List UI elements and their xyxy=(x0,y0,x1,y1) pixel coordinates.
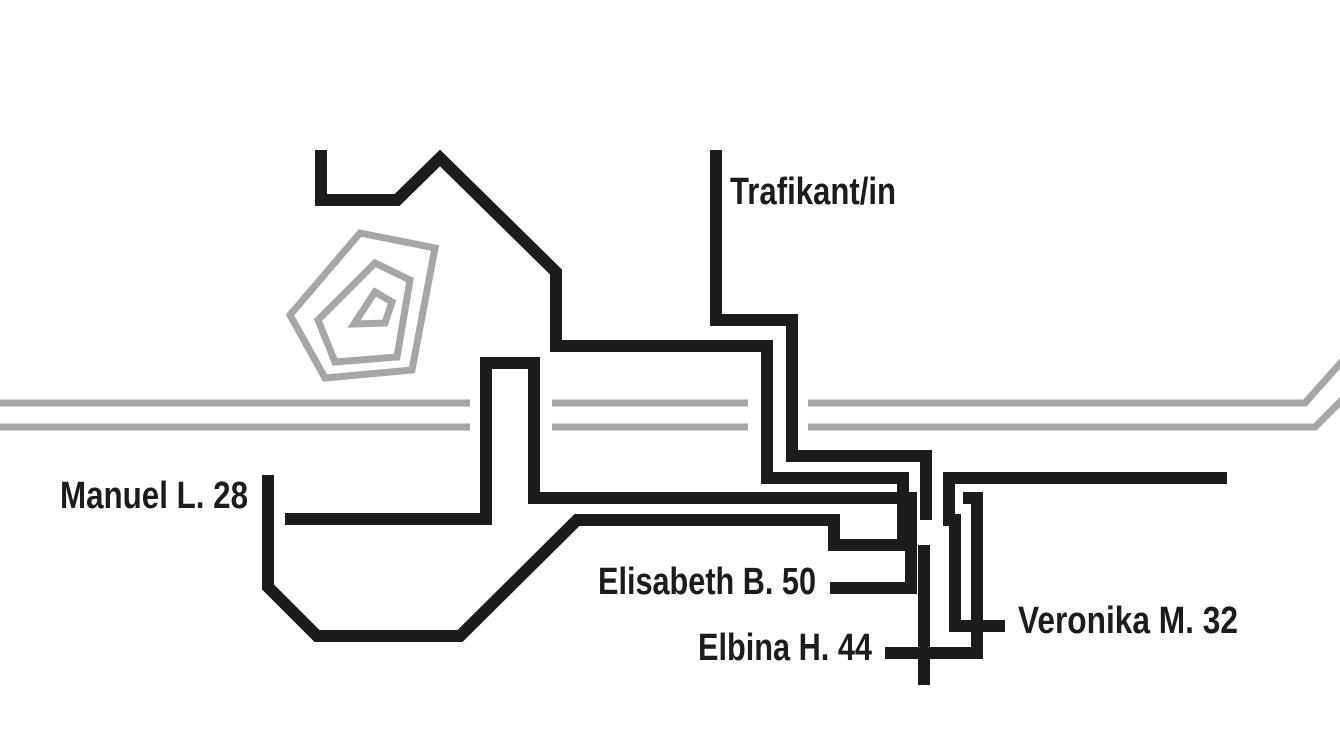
route-trafikant xyxy=(710,150,932,520)
contour-inner xyxy=(347,287,397,328)
contour-outer xyxy=(285,229,440,382)
rail-track-upper-right xyxy=(808,358,1340,407)
route-elbina xyxy=(885,492,983,659)
route-manuel xyxy=(285,357,917,594)
rail-track-lower-right xyxy=(808,397,1340,431)
label-elbina: Elbina H. 44 xyxy=(698,627,872,669)
label-manuel: Manuel L. 28 xyxy=(60,475,248,517)
railway-tracks xyxy=(0,358,1340,431)
routes xyxy=(262,149,1227,685)
route-veronika xyxy=(943,472,1227,632)
labels: Trafikant/in Manuel L. 28 Elisabeth B. 5… xyxy=(60,171,1238,669)
route-north xyxy=(262,149,909,642)
label-trafikant: Trafikant/in xyxy=(730,171,896,213)
label-veronika: Veronika M. 32 xyxy=(1018,600,1238,642)
contour-middle xyxy=(313,258,414,366)
label-elisabeth: Elisabeth B. 50 xyxy=(598,561,816,603)
hill-contours xyxy=(285,229,440,382)
